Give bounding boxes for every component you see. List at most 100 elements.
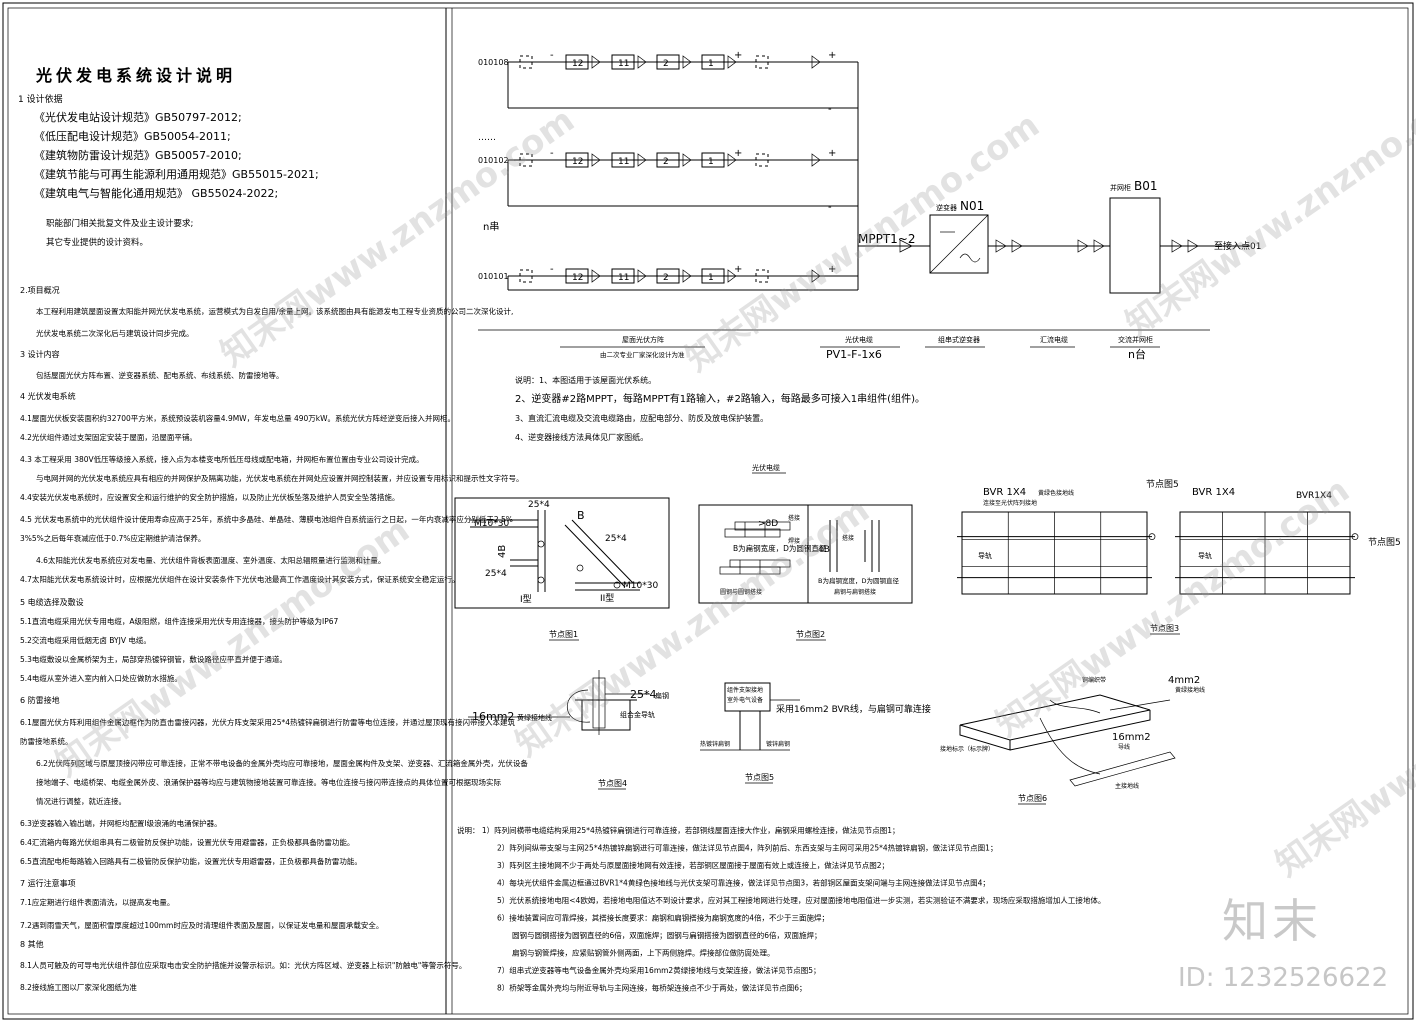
bottom-note-line: 7）组串式逆变器等电气设备金属外壳均采用16mm2黄绿接地线与支架连接，做法详见… — [497, 965, 820, 975]
design-note-line: 5.2交流电缆采用低烟无卤 BYJV 电缆。 — [20, 635, 151, 645]
bottom-notes: 说明： 1）阵列间横带电缆结构采用25*4热镀锌扁钢进行可靠连接，若部铜线屋面连… — [457, 825, 1105, 993]
plus-sign: + — [828, 50, 836, 61]
design-note-line: 3 设计内容 — [20, 349, 60, 359]
plus-sign: + — [828, 148, 836, 159]
design-note-line: 6.4汇流箱内每路光伏组串具有二极管防反保护功能，设置光伏专用避雷器，正负极都具… — [20, 837, 354, 847]
plus-sign: + — [828, 264, 836, 275]
legend-sub-0: 由二次专业厂家深化设计为准 — [600, 350, 685, 359]
watermark-logo: 知末 — [1222, 894, 1322, 948]
d1-label-6: 25*4 — [605, 534, 627, 544]
bottom-note-line: 3）阵列区主接地网不少于两处与原屋面接地网有效连接，若部铜区屋面接于屋面有效上或… — [497, 860, 889, 870]
d6-label-5: 接地标示（标示牌） — [940, 745, 994, 753]
design-note-line: 5 电缆选择及敷设 — [20, 597, 84, 607]
design-title: 光伏发电系统设计说明 — [35, 66, 236, 85]
design-note-line: 防雷接地系统。 — [20, 736, 73, 746]
design-note-line: 6.5直流配电柜每路输入回路具有二极管防反保护功能，设置光伏专用避雷器，正负极都… — [20, 856, 362, 866]
design-note-line: 6.2光伏阵列区域与原屋顶接闪带应可靠连接，正常不带电设备的金属外壳均应可靠接地… — [36, 758, 528, 768]
bottom-note-line: 2）阵列间纵带支架与主网25*4热镀锌扁钢进行可靠连接，做法详见节点图4，阵列前… — [497, 843, 997, 853]
n-strings-label: n串 — [483, 221, 499, 233]
plus-sign: + — [734, 264, 742, 275]
design-note-line: 6.3逆变器输入输出端，并网柜均配置I级浪涌的电涌保护器。 — [20, 818, 222, 828]
design-note-line: 4.1屋面光伏板安装面积约32700平方米，系统预设装机容量4.9MW，年发电总… — [20, 413, 455, 423]
design-note-line: 3%5%之后每年衰减应低于0.7%应定期维护清洁保养。 — [20, 533, 205, 543]
minus-sign: - — [550, 264, 554, 275]
design-note-line: 4.7太阳能光伏发电系统设计时，应根据光伏组件在设计安装条件下光伏电池最高工作温… — [20, 574, 459, 584]
design-note-line: 4.5 光伏发电系统中的光伏组件设计使用寿命应高于25年，系统中多晶硅、单晶硅、… — [20, 514, 513, 524]
detail-5: 组件支架接地 室外电气设备 采用16mm2 BVR线，与扁钢可靠连接 热镀锌扁钢… — [700, 682, 931, 784]
legend-label-1: 光伏电缆 — [845, 335, 873, 344]
pv-module: 2 — [663, 273, 669, 283]
d6-caption: 节点图6 — [1018, 794, 1047, 803]
bottom-note-line: 扁钢与钢管焊接，应紧贴钢管外侧两面，上下两侧施焊。焊接部位做防腐处理。 — [512, 948, 775, 958]
legend-label-0: 屋面光伏方阵 — [622, 335, 664, 344]
pv-module: 11 — [618, 157, 629, 167]
bottom-note-line: 6）接地装置间应可靠焊接，其搭接长度要求：扁钢和扁钢搭接为扁钢宽度的4倍，不少于… — [497, 913, 829, 923]
d3-label-3: 连接至光伏阵列接地 — [983, 499, 1037, 507]
d5-caption: 节点图5 — [745, 773, 774, 782]
design-notes-lines: 1 设计依据《光伏发电站设计规范》GB50797-2012;《低压配电设计规范》… — [18, 93, 528, 992]
design-note-line: 6.1屋面光伏方阵利用组件金属边框作为防直击雷接闪器，光伏方阵支架采用25*4热… — [20, 717, 515, 727]
d3-label-2: 节点图5 — [1146, 479, 1179, 490]
detail-2: >8D B为扁钢宽度，D为圆钢直径 搭接 焊接 4B 搭接 B为扁钢宽度，D为圆… — [698, 504, 913, 641]
design-note-line: 情况进行调整，就近连接。 — [36, 796, 126, 806]
d2-label-8: 扁钢与扁钢搭接 — [834, 588, 876, 596]
plus-sign: + — [734, 50, 742, 61]
d4-label-1: 扁钢 — [655, 691, 669, 700]
pv-module: 11 — [618, 59, 629, 69]
pv-module: 1 — [708, 273, 714, 283]
system-legend: 屋面光伏方阵 由二次专业厂家深化设计为准 光伏电缆 PV1-F-1x6 组串式逆… — [478, 329, 1210, 361]
d1-label-8: II型 — [600, 593, 614, 604]
design-note-line: 《光伏发电站设计规范》GB50797-2012; — [34, 110, 242, 124]
d6-label-2: 铜编织带 — [1082, 676, 1106, 684]
design-note-line: 5.4电缆从室外进入室内前入口处应做防水措施。 — [20, 673, 182, 683]
minus-sign: - — [550, 50, 554, 61]
detail-1: 25*4 M10*30 B 4B 25*4 I型 25*4 M10*30 II型… — [454, 497, 670, 641]
d1-label-2: B — [577, 509, 585, 522]
pv-module: 1 — [708, 59, 714, 69]
design-note-line: 包括屋面光伏方阵布置、逆变器系统、配电系统、布线系统、防雷接地等。 — [36, 370, 284, 380]
legend-label-4: 交流并网柜 — [1118, 335, 1153, 344]
d1-label-5: I型 — [520, 594, 532, 605]
d4-label-0: 25*4 — [630, 688, 657, 701]
inverter-code: N01 — [960, 199, 984, 213]
pv-module: 12 — [572, 273, 583, 283]
d1-label-7: M10*30 — [623, 581, 658, 591]
design-note-line: 4.3 本工程采用 380V低压等级接入系统，接入点为本楼变电所低压母线或配电箱… — [20, 454, 424, 464]
grid-title: 并网柜 — [1110, 183, 1131, 192]
detail-6: 4mm2 黄绿接地线 铜编织带 16mm2 导线 接地标示（标示牌） 主接地线 … — [940, 675, 1205, 805]
design-note-line: 4.2光伏组件通过支架固定安装于屋面，沿屋面平铺。 — [20, 432, 197, 442]
bottom-note-line: 圆钢与圆钢搭接为圆钢直径的6倍，双面施焊；圆钢与扁钢搭接为圆钢直径的6倍，双面施… — [512, 930, 822, 940]
d3-label-5: BVR 1X4 — [1192, 487, 1235, 498]
d3-label-0: BVR 1X4 — [983, 487, 1026, 498]
pv-module: 2 — [663, 59, 669, 69]
d6-label-6: 主接地线 — [1115, 782, 1139, 790]
d3-label-7: 节点图5 — [1368, 537, 1401, 548]
design-note-line: 7.1应定期进行组件表面清洗，以提高发电量。 — [20, 897, 174, 907]
bottom-note-line: 5）光伏系统接地电阻<4欧姆，若接地电阻值达不到设计要求，应对其工程接地网进行处… — [497, 895, 1105, 905]
d2-label-2: 搭接 — [788, 514, 800, 522]
system-note-1: 2、逆变器#2路MPPT，每路MPPT有1路输入，#2路输入，每路最多可接入1串… — [515, 392, 925, 405]
design-note-line: 8 其他 — [20, 939, 44, 949]
system-note-0: 说明：1、本图适用于该屋面光伏系统。 — [515, 375, 656, 385]
pv-module: 12 — [572, 157, 583, 167]
system-note-2: 3、直流汇流电缆及交流电缆路由，应配电部分、防反及放电保护装置。 — [515, 413, 768, 423]
design-note-line: 5.3电缆敷设以金属桥架为主，局部穿热镀锌钢管，敷设路径应平直并便于通道。 — [20, 654, 287, 664]
design-note-line: 《低压配电设计规范》GB50054-2011; — [34, 129, 231, 143]
grid-cabinet — [1109, 197, 1161, 294]
detail-4: 25*4 扁钢 16mm2 黄绿接地线 组合金导轨 节点图4 — [468, 670, 669, 790]
d1-label-3: 4B — [497, 545, 508, 558]
detail-3: BVR 1X4 黄绿色接地线 节点图5 连接至光伏阵列接地 导轨 BVR 1X4… — [957, 479, 1401, 635]
plus-sign: + — [734, 148, 742, 159]
design-note-line: 本工程利用建筑屋面设置太阳能并网光伏发电系统，运营模式为自发自用/余量上网。该系… — [36, 306, 513, 316]
design-note-line: 《建筑电气与智能化通用规范》 GB55024-2022; — [34, 186, 278, 200]
design-note-line: 光伏发电系统二次深化后与建筑设计同步完成。 — [36, 328, 194, 338]
bottom-note-line: 8）桥架等金属外壳均与附近导轨与主网连接，每桥架连接点不少于两处，做法详见节点图… — [497, 983, 807, 993]
d4-label-2: 16mm2 — [472, 710, 514, 723]
d2-label-5: 搭接 — [842, 534, 854, 542]
watermark-id: ID: 1232526622 — [1178, 963, 1389, 993]
d5-label-2: 采用16mm2 BVR线，与扁钢可靠连接 — [776, 703, 931, 715]
design-note-line: 4.6太阳能光伏发电系统应对发电量、光伏组件背板表面温度、室外温度、太阳总辐照量… — [36, 555, 385, 565]
d6-label-4: 导线 — [1118, 743, 1130, 751]
